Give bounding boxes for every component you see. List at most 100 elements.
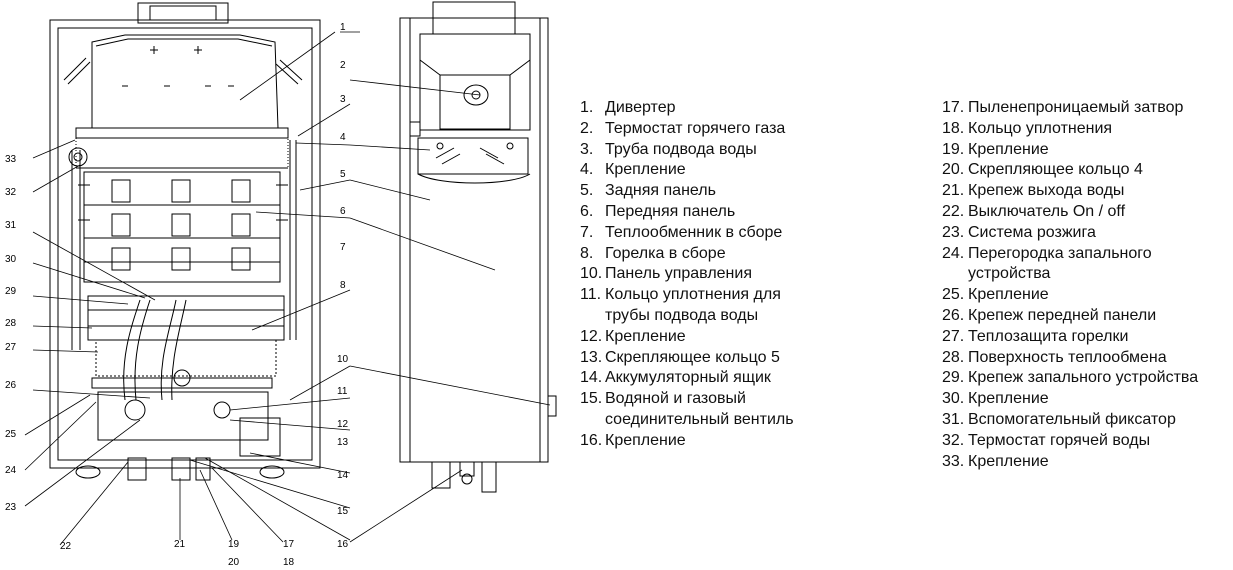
callout-25: 25 [5, 429, 17, 440]
legend-item-number: 26. [942, 306, 965, 324]
legend-item: 33.Крепление [942, 452, 1233, 473]
legend-item: 26.Крепеж передней панели [942, 306, 1233, 327]
legend-item: 13.Скрепляющее кольцо 5 [580, 348, 925, 369]
legend-item-number: 23. [942, 223, 965, 241]
legend-item: соединительный вентиль [580, 410, 925, 431]
legend-item: 3.Труба подвода воды [580, 140, 925, 161]
legend-item-number: 27. [942, 327, 965, 345]
callout-17: 17 [283, 539, 295, 550]
callout-20: 20 [228, 557, 240, 568]
legend-item-number: 32. [942, 431, 965, 449]
legend-item-number [580, 410, 605, 431]
legend-item-number: 29. [942, 369, 965, 387]
callout-10: 10 [337, 354, 349, 365]
callout-31: 31 [5, 220, 17, 231]
legend-item-text: Термостат горячего газа [605, 119, 786, 137]
legend-item-text: Водяной и газовый [605, 390, 746, 408]
legend-item: 15.Водяной и газовый [580, 389, 925, 410]
legend-item: 12.Крепление [580, 327, 925, 348]
legend-item-text: Скрепляющее кольцо 5 [605, 348, 780, 366]
callout-11: 11 [337, 386, 348, 397]
legend-item-text: Аккумуляторный ящик [605, 369, 771, 387]
callout-19: 19 [228, 539, 240, 550]
legend-item-text: Крепление [968, 452, 1049, 470]
legend-item: 32.Термостат горячей воды [942, 431, 1233, 452]
legend-item-text: Кольцо уплотнения [968, 119, 1113, 137]
legend-item-text: Крепление [968, 390, 1049, 408]
callout-15: 15 [337, 506, 349, 517]
callout-5: 5 [340, 169, 346, 180]
callout-14: 14 [337, 470, 349, 481]
legend-item: 10.Панель управления [580, 264, 925, 285]
callout-4: 4 [340, 132, 346, 143]
legend-item-text: Перегородка запального [968, 244, 1152, 262]
callout-28: 28 [5, 318, 17, 329]
legend-item: 8. Горелка в сборе [580, 244, 925, 265]
legend-item-number: 20. [942, 161, 965, 179]
callout-33: 33 [5, 154, 17, 165]
legend-item-number [580, 306, 605, 327]
legend-item: 4.Крепление [580, 160, 925, 181]
callout-1: 1 [340, 22, 346, 33]
callout-labels: 1 2 3 4 5 6 7 8 10 11 12 13 14 15 16 17 … [5, 22, 349, 568]
legend-item-text: Крепление [968, 286, 1049, 304]
legend-item-text: Панель управления [605, 265, 752, 283]
exploded-parts-drawing: 1 2 3 4 5 6 7 8 10 11 12 13 14 15 16 17 … [5, 1, 557, 568]
legend-item: 31.Вспомогательный фиксатор [942, 410, 1233, 431]
legend-item-text: Крепление [605, 327, 686, 345]
callout-26: 26 [5, 380, 17, 391]
legend-item-text: Крепление [605, 161, 686, 179]
legend-item: 19.Крепление [942, 140, 1233, 161]
legend-item-number: 10. [580, 265, 603, 283]
legend-item-text: Труба подвода воды [605, 140, 757, 158]
callout-6: 6 [340, 206, 346, 217]
legend-item-text: Крепление [605, 431, 686, 449]
legend-item-text: Пыленепроницаемый затвор [968, 99, 1184, 116]
legend-item: 29.Крепеж запального устройства [942, 368, 1233, 389]
legend-item-number: 12. [580, 327, 603, 345]
callout-18: 18 [283, 557, 295, 568]
legend-item: 14.Аккумуляторный ящик [580, 368, 925, 389]
legend-item-text: трубы подвода воды [605, 306, 759, 324]
legend-item: 24.Перегородка запального [942, 244, 1233, 265]
legend-item-number: 8. [580, 244, 594, 262]
legend-item: 7.Теплообменник в сборе [580, 223, 925, 244]
legend-item-number: 17. [942, 99, 965, 116]
legend-item-text: Термостат горячей воды [968, 431, 1151, 449]
legend-item-number: 24. [942, 244, 965, 262]
legend-item-text: Система розжига [968, 223, 1096, 241]
legend-item: 16.Крепление [580, 431, 925, 452]
legend-item-number: 30. [942, 390, 965, 408]
legend-item-text: Крепление [968, 140, 1049, 158]
callout-13: 13 [337, 437, 349, 448]
legend-item-text: Задняя панель [605, 182, 716, 200]
legend-item-number: 18. [942, 119, 965, 137]
callout-12: 12 [337, 419, 349, 430]
legend-item-number: 14. [580, 369, 603, 387]
legend-item: 1.Дивертер [580, 98, 925, 119]
legend-item: 23.Система розжига [942, 223, 1233, 244]
legend-item-text: Крепеж выхода воды [968, 182, 1125, 200]
legend-item: 22.Выключатель On / off [942, 202, 1233, 223]
legend-item-text: Крепеж передней панели [968, 306, 1157, 324]
legend-item-number: 25. [942, 286, 965, 304]
legend-item: 6.Передняя панель [580, 202, 925, 223]
legend-item-text: Передняя панель [605, 202, 736, 220]
legend-item: 5.Задняя панель [580, 181, 925, 202]
legend-item: 28.Поверхность теплообмена [942, 348, 1233, 369]
callout-22: 22 [60, 541, 72, 552]
legend-item: 11.Кольцо уплотнения для [580, 285, 925, 306]
legend-item: 20.Скрепляющее кольцо 4 [942, 160, 1233, 181]
legend-item-number: 2. [580, 119, 594, 137]
legend-item: 2. Термостат горячего газа [580, 119, 925, 140]
legend-item-number: 31. [942, 410, 965, 428]
legend-item-text: Горелка в сборе [605, 244, 726, 262]
side-view [399, 1, 557, 493]
legend-item-text: Скрепляющее кольцо 4 [968, 161, 1143, 179]
legend-item-number: 19. [942, 140, 965, 158]
legend-item-number: 13. [580, 348, 603, 366]
legend-item-number: 33. [942, 452, 965, 470]
legend-item-text: Кольцо уплотнения для [605, 286, 781, 304]
